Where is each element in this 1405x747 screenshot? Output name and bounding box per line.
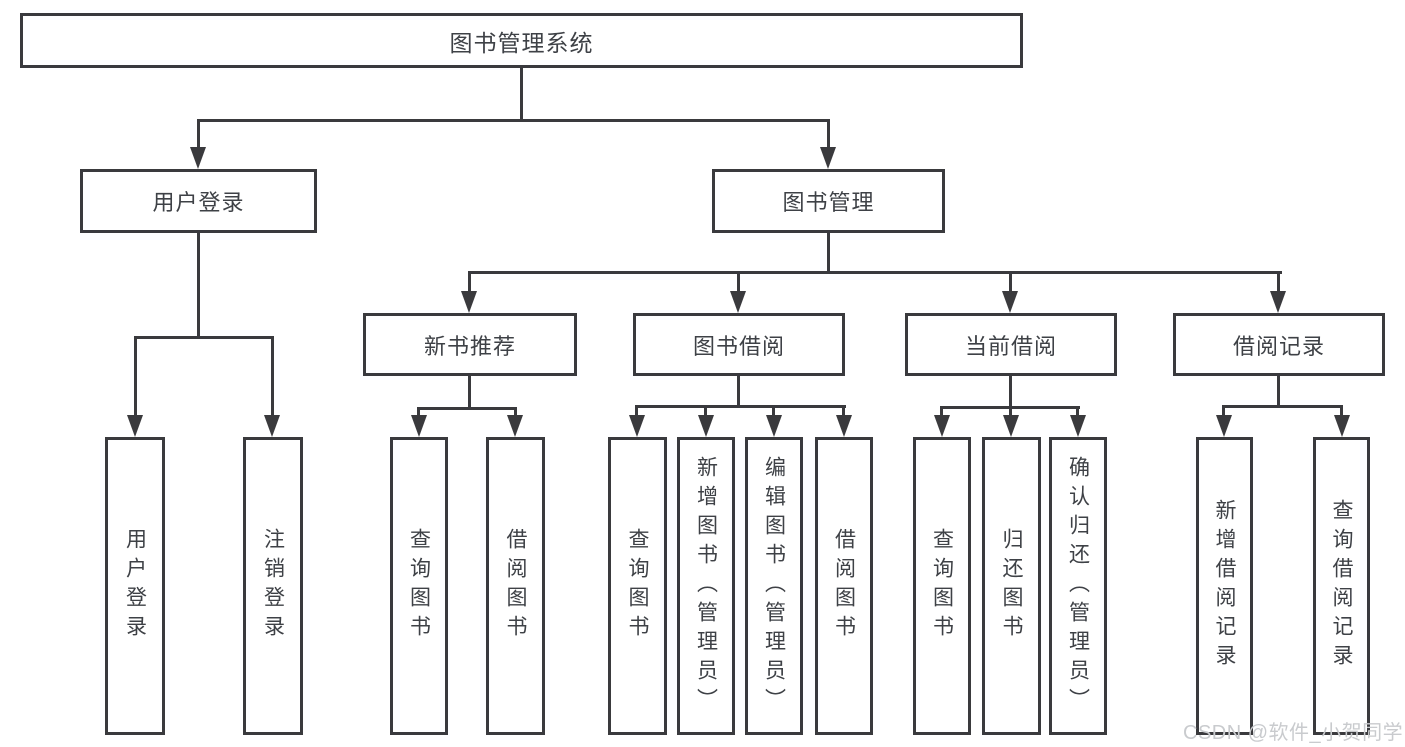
arrowhead-icon xyxy=(629,415,645,437)
connector xyxy=(197,119,830,122)
leaf-query-books-borrow: 查询图书 xyxy=(608,437,667,735)
leaf-edit-books-admin: 编辑图书（管理员） xyxy=(745,437,803,735)
arrowhead-icon xyxy=(934,415,950,437)
arrowhead-icon xyxy=(766,415,782,437)
leaf-return-books-label: 归还图书 xyxy=(1000,528,1023,644)
arrowhead-icon xyxy=(507,415,523,437)
arrowhead-icon xyxy=(730,291,746,313)
leaf-user-login: 用户登录 xyxy=(105,437,165,735)
arrowhead-icon xyxy=(1216,415,1232,437)
leaf-borrow-books-recommend: 借阅图书 xyxy=(486,437,545,735)
node-book-borrow: 图书借阅 xyxy=(633,313,845,376)
leaf-query-books-recommend-label: 查询图书 xyxy=(407,528,431,644)
connector xyxy=(271,336,274,417)
leaf-confirm-return-admin-label: 确认归还（管理员） xyxy=(1066,455,1090,717)
node-user-login: 用户登录 xyxy=(80,169,317,233)
arrowhead-icon xyxy=(1070,415,1086,437)
leaf-query-books-borrow-label: 查询图书 xyxy=(626,528,649,644)
node-borrow-records-label: 借阅记录 xyxy=(1232,333,1325,359)
leaf-query-books-current-label: 查询图书 xyxy=(930,528,954,644)
leaf-query-borrow-record: 查询借阅记录 xyxy=(1313,437,1370,735)
node-user-login-label: 用户登录 xyxy=(152,190,245,215)
connector xyxy=(704,405,707,417)
connector xyxy=(737,376,740,408)
connector xyxy=(635,405,846,408)
connector xyxy=(827,233,830,273)
connector xyxy=(197,119,200,150)
connector xyxy=(1277,376,1280,408)
node-new-book-recommend: 新书推荐 xyxy=(363,313,577,376)
leaf-borrow-books-label: 借阅图书 xyxy=(832,528,856,644)
arrowhead-icon xyxy=(836,415,852,437)
leaf-return-books: 归还图书 xyxy=(982,437,1041,735)
arrowhead-icon xyxy=(820,147,836,169)
node-new-book-recommend-label: 新书推荐 xyxy=(423,333,516,359)
leaf-add-borrow-record-label: 新增借阅记录 xyxy=(1213,499,1236,673)
leaf-query-borrow-record-label: 查询借阅记录 xyxy=(1330,499,1353,673)
arrowhead-icon xyxy=(190,147,206,169)
connector xyxy=(468,271,1282,274)
leaf-add-borrow-record: 新增借阅记录 xyxy=(1196,437,1253,735)
arrowhead-icon xyxy=(698,415,714,437)
connector xyxy=(1340,405,1343,417)
arrowhead-icon xyxy=(1002,291,1018,313)
connector xyxy=(417,407,517,410)
connector xyxy=(737,271,740,293)
arrowhead-icon xyxy=(264,415,280,437)
arrowhead-icon xyxy=(1270,291,1286,313)
connector xyxy=(940,406,943,417)
connector xyxy=(635,405,638,417)
node-current-borrow: 当前借阅 xyxy=(905,313,1117,376)
arrowhead-icon xyxy=(127,415,143,437)
node-borrow-records: 借阅记录 xyxy=(1173,313,1385,376)
leaf-query-books-recommend: 查询图书 xyxy=(390,437,448,735)
connector xyxy=(134,336,274,339)
arrowhead-icon xyxy=(411,415,427,437)
connector xyxy=(417,407,420,417)
connector xyxy=(842,405,845,417)
connector xyxy=(1009,406,1012,417)
leaf-logout-label: 注销登录 xyxy=(261,528,285,644)
connector xyxy=(1277,271,1280,293)
node-root-label: 图书管理系统 xyxy=(449,29,594,56)
connector xyxy=(1076,406,1079,417)
connector xyxy=(1009,376,1012,409)
leaf-confirm-return-admin: 确认归还（管理员） xyxy=(1049,437,1107,735)
connector xyxy=(1222,405,1343,408)
connector xyxy=(1222,405,1225,417)
leaf-add-books-admin: 新增图书（管理员） xyxy=(677,437,735,735)
connector xyxy=(827,119,830,150)
leaf-edit-books-admin-label: 编辑图书（管理员） xyxy=(762,455,786,717)
leaf-borrow-books-recommend-label: 借阅图书 xyxy=(504,528,527,644)
leaf-query-books-current: 查询图书 xyxy=(913,437,971,735)
arrowhead-icon xyxy=(1334,415,1350,437)
connector xyxy=(514,407,517,417)
node-current-borrow-label: 当前借阅 xyxy=(964,333,1057,359)
arrowhead-icon xyxy=(1003,415,1019,437)
leaf-add-books-admin-label: 新增图书（管理员） xyxy=(694,455,718,717)
node-book-borrow-label: 图书借阅 xyxy=(692,333,785,359)
connector xyxy=(197,233,200,338)
leaf-logout: 注销登录 xyxy=(243,437,303,735)
node-root: 图书管理系统 xyxy=(20,13,1023,68)
connector xyxy=(520,68,523,120)
leaf-borrow-books: 借阅图书 xyxy=(815,437,873,735)
connector xyxy=(468,271,471,293)
connector xyxy=(772,405,775,417)
leaf-user-login-label: 用户登录 xyxy=(123,528,147,644)
arrowhead-icon xyxy=(461,291,477,313)
connector xyxy=(468,376,471,410)
connector xyxy=(134,336,137,417)
node-book-management-label: 图书管理 xyxy=(782,190,875,215)
connector xyxy=(1009,271,1012,293)
csdn-watermark: CSDN @软件_小贺同学 xyxy=(1183,722,1404,744)
node-book-management: 图书管理 xyxy=(712,169,945,233)
